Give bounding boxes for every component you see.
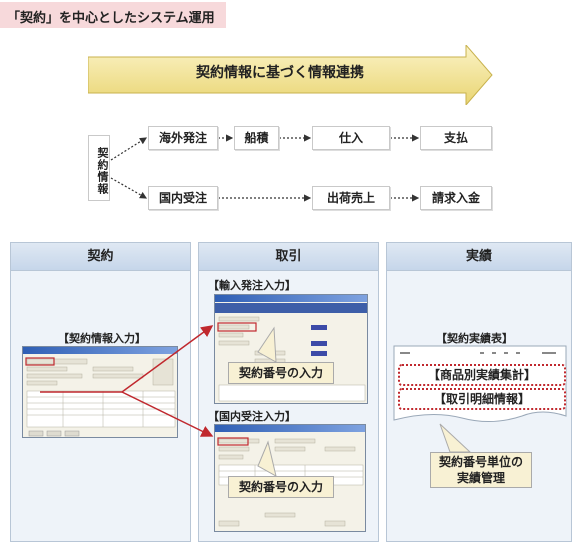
contract-results-label: 【契約実績表】 [436,332,513,345]
flow-node-payment: 支払 [420,126,492,150]
page-title: 「契約」を中心としたシステム運用 [0,2,226,28]
contract-input-label: 【契約情報入力】 [58,332,146,345]
banner-arrow [88,45,493,105]
flow-connectors [110,134,420,202]
flow-node-billing: 請求入金 [420,186,492,210]
transaction-panel-header: 取引 [199,243,378,271]
domestic-order-label: 【国内受注入力】 [208,410,296,423]
product-summary-box: 【商品別実績集計】 [398,364,566,386]
results-panel-header: 実績 [387,243,571,271]
transaction-detail-box: 【取引明細情報】 [398,388,566,410]
flow-node-domestic-order: 国内受注 [148,186,218,210]
contract-panel-header: 契約 [11,243,190,271]
flow-node-shipping: 船積 [234,126,279,150]
contract-number-callout-import: 契約番号の入力 [228,362,334,384]
results-management-callout: 契約番号単位の 実績管理 [430,452,532,488]
contract-info-node: 契約情報 [88,135,110,201]
flow-node-overseas-order: 海外発注 [148,126,218,150]
import-order-label: 【輸入発注入力】 [208,279,296,292]
flow-node-purchase: 仕入 [312,126,390,150]
import-order-screenshot [214,294,368,404]
contract-number-callout-domestic: 契約番号の入力 [228,476,334,498]
banner-label: 契約情報に基づく情報連携 [196,65,364,81]
flow-node-shipment-sales: 出荷売上 [312,186,390,210]
contract-input-screenshot [22,346,178,438]
